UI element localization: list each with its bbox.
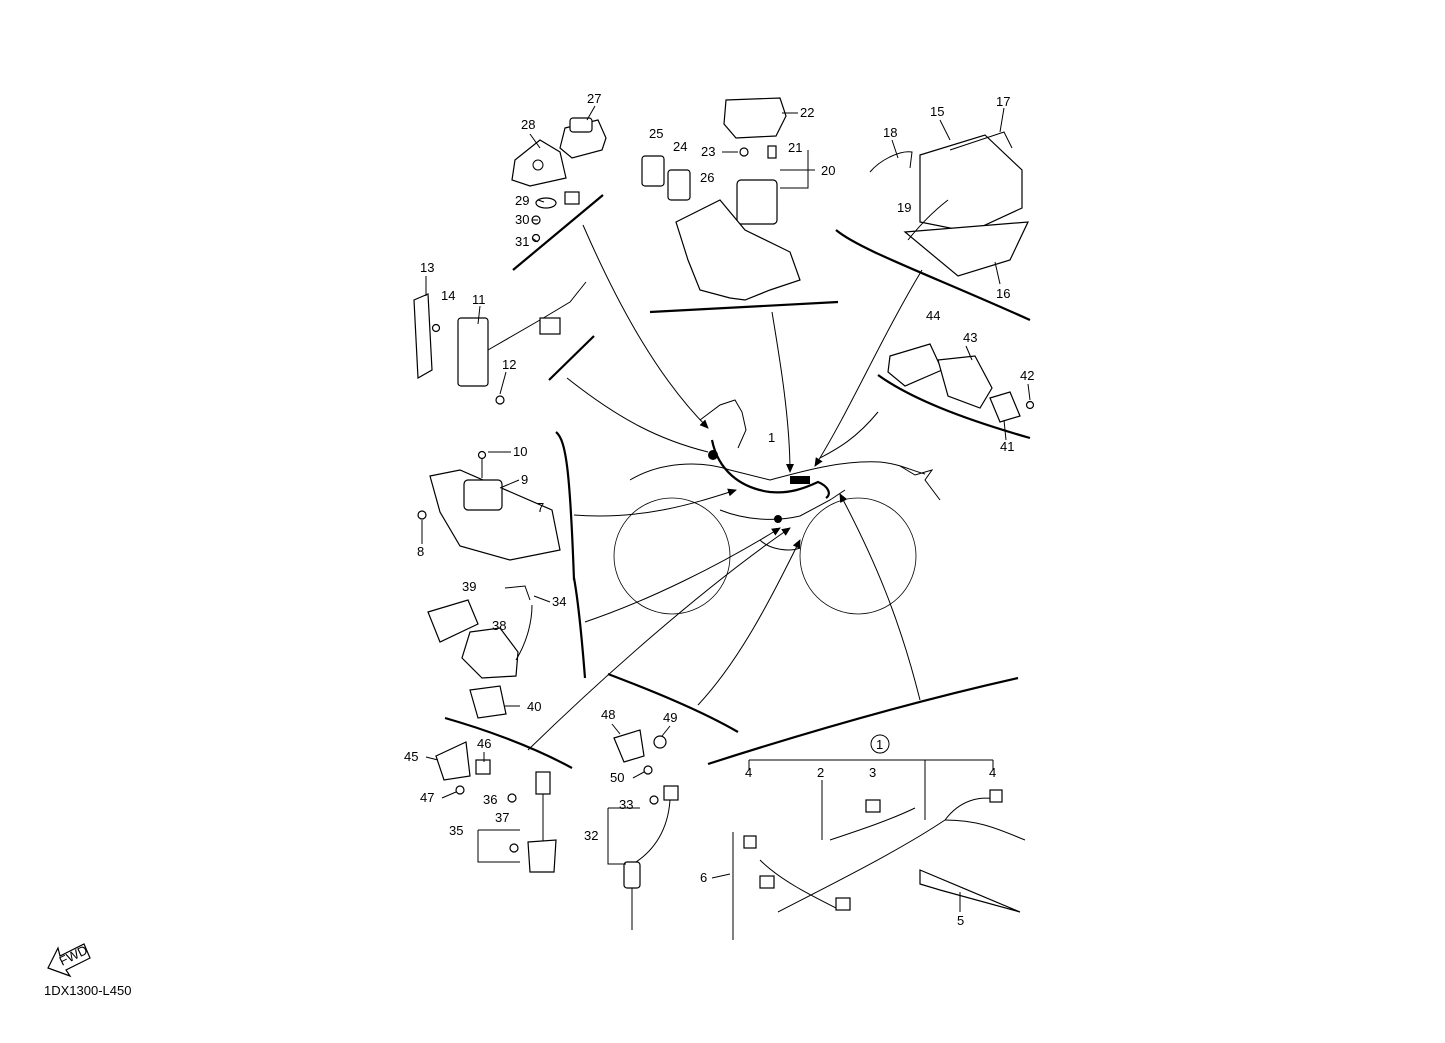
label-48: 48 bbox=[601, 707, 615, 722]
label-46: 46 bbox=[477, 736, 491, 751]
label-17: 17 bbox=[996, 94, 1010, 109]
label-35: 35 bbox=[449, 823, 463, 838]
fwd-arrow-icon: FWD bbox=[47, 942, 91, 978]
label-31: 31 bbox=[515, 234, 529, 249]
label-30: 30 bbox=[515, 212, 529, 227]
label-16: 16 bbox=[996, 286, 1010, 301]
label-4b: 4 bbox=[989, 765, 996, 780]
wire-harness-group bbox=[732, 789, 1026, 940]
label-27: 27 bbox=[587, 91, 601, 106]
label-38: 38 bbox=[492, 618, 506, 633]
bracket-group bbox=[417, 450, 561, 561]
label-14: 14 bbox=[441, 288, 455, 303]
regulator-group bbox=[413, 281, 587, 405]
label-47: 47 bbox=[420, 790, 434, 805]
label-11: 11 bbox=[472, 292, 486, 307]
connection-arrows bbox=[527, 224, 923, 751]
label-13: 13 bbox=[420, 260, 434, 275]
label-23: 23 bbox=[701, 144, 715, 159]
label-10: 10 bbox=[513, 444, 527, 459]
label-22: 22 bbox=[800, 105, 814, 120]
label-8: 8 bbox=[417, 544, 424, 559]
label-12: 12 bbox=[502, 357, 516, 372]
label-37: 37 bbox=[495, 810, 509, 825]
label-3: 3 bbox=[869, 765, 876, 780]
label-19: 19 bbox=[897, 200, 911, 215]
label-45: 45 bbox=[404, 749, 418, 764]
label-44: 44 bbox=[926, 308, 940, 323]
label-5: 5 bbox=[957, 913, 964, 928]
callout-labels: 1 1 2 3 4 4 5 6 7 8 9 10 11 12 13 14 15 … bbox=[404, 91, 1034, 928]
callout-brackets bbox=[477, 150, 994, 865]
label-29: 29 bbox=[515, 193, 529, 208]
label-43: 43 bbox=[963, 330, 977, 345]
label-6: 6 bbox=[700, 870, 707, 885]
label-9: 9 bbox=[521, 472, 528, 487]
label-36: 36 bbox=[483, 792, 497, 807]
leader-lines bbox=[421, 105, 1031, 912]
label-34: 34 bbox=[552, 594, 566, 609]
label-18: 18 bbox=[883, 125, 897, 140]
label-42: 42 bbox=[1020, 368, 1034, 383]
diagram-code: 1DX1300-L450 bbox=[44, 983, 132, 998]
label-4: 4 bbox=[745, 765, 752, 780]
label-39: 39 bbox=[462, 579, 476, 594]
group-dividers bbox=[444, 194, 1031, 769]
label-1-circled: 1 bbox=[876, 737, 883, 752]
label-1: 1 bbox=[768, 430, 775, 445]
label-21: 21 bbox=[788, 140, 802, 155]
battery-group bbox=[869, 131, 1029, 277]
label-26: 26 bbox=[700, 170, 714, 185]
label-20: 20 bbox=[821, 163, 835, 178]
label-7: 7 bbox=[537, 500, 544, 515]
label-50: 50 bbox=[610, 770, 624, 785]
label-49: 49 bbox=[663, 710, 677, 725]
label-24: 24 bbox=[673, 139, 687, 154]
neutral-switch-group bbox=[613, 729, 679, 930]
label-33: 33 bbox=[619, 797, 633, 812]
starter-relay-group bbox=[641, 97, 801, 301]
sensor-group bbox=[887, 343, 1035, 423]
label-25: 25 bbox=[649, 126, 663, 141]
label-28: 28 bbox=[521, 117, 535, 132]
switch-group bbox=[435, 741, 557, 873]
coil-group bbox=[427, 585, 533, 719]
label-40: 40 bbox=[527, 699, 541, 714]
label-41: 41 bbox=[1000, 439, 1014, 454]
label-32: 32 bbox=[584, 828, 598, 843]
motorcycle-frame bbox=[613, 399, 941, 615]
label-2: 2 bbox=[817, 765, 824, 780]
label-15: 15 bbox=[930, 104, 944, 119]
